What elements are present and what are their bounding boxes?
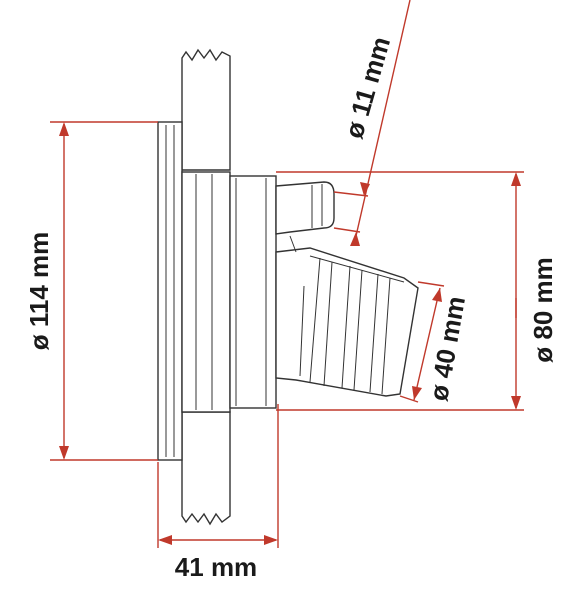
wall-section (181, 48, 231, 526)
fitting-body (181, 171, 277, 413)
dim-flange (50, 121, 158, 461)
flange-plate (157, 121, 183, 461)
wall-upper (181, 48, 231, 171)
large-hose-nozzle (275, 235, 419, 397)
dim-depth (157, 404, 279, 548)
label-body-diameter: ø 80 mm (528, 257, 558, 363)
body-collar (229, 175, 277, 409)
label-depth: 41 mm (175, 552, 257, 582)
small-hose-nozzle (275, 181, 335, 235)
dim-body (276, 171, 524, 411)
flange (157, 121, 183, 461)
wall-lower (181, 411, 231, 526)
dim-small-hose (333, 0, 411, 246)
label-small-hose: ø 11 mm (339, 33, 397, 141)
body-sleeve (181, 171, 231, 413)
dim-large-hose (399, 281, 445, 403)
label-large-hose: ø 40 mm (423, 294, 471, 403)
label-flange-diameter: ø 114 mm (24, 232, 54, 351)
